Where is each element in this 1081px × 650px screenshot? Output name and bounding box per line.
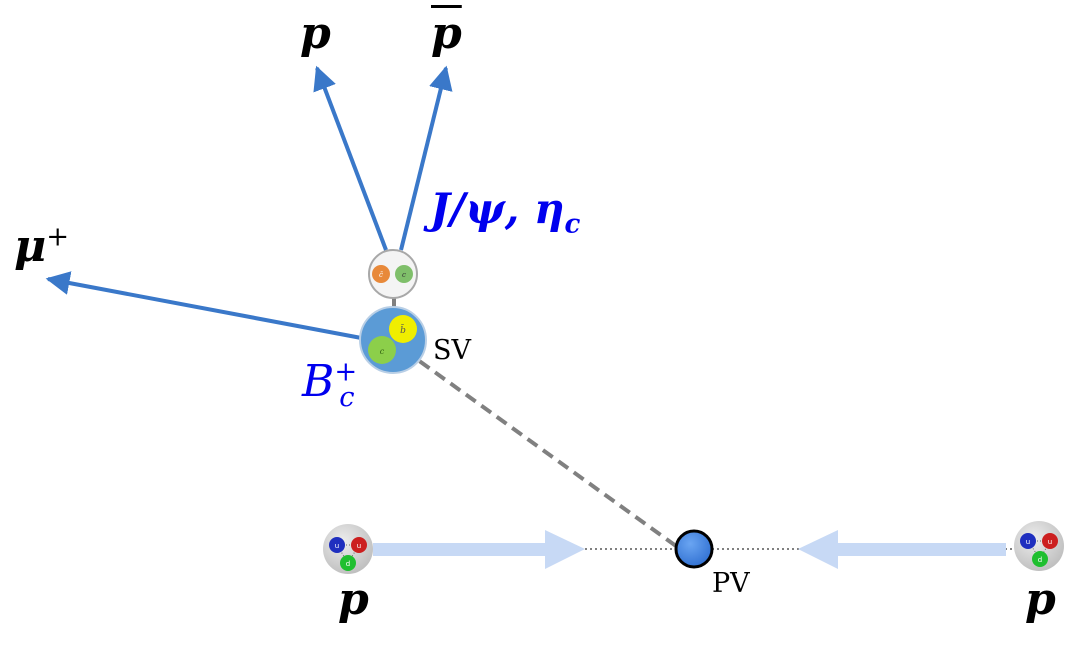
proton-left-icon: u u d <box>323 524 373 574</box>
svg-text:c: c <box>380 347 385 356</box>
label-pv: PV <box>712 568 750 599</box>
beam-arrow-right <box>798 530 1006 569</box>
svg-text:u: u <box>1048 538 1052 546</box>
charmonium-icon: c̄ c <box>368 249 418 299</box>
svg-text:c: c <box>402 271 406 279</box>
label-jpsi-etac: J/ψ, ηc <box>430 184 581 240</box>
svg-text:u: u <box>1026 538 1030 546</box>
svg-text:u: u <box>335 542 339 550</box>
mu-track <box>45 271 373 342</box>
label-p-top: p <box>300 8 331 59</box>
label-p-left: p <box>338 574 369 625</box>
label-mu-plus: μ+ <box>14 221 70 272</box>
svg-text:c̄: c̄ <box>379 271 383 279</box>
label-pbar-top: p <box>431 8 462 59</box>
svg-text:u: u <box>357 542 361 550</box>
label-bc-plus: B+c <box>302 356 358 413</box>
label-sv: SV <box>433 335 471 366</box>
svg-text:b̄: b̄ <box>400 324 406 336</box>
svg-text:d: d <box>346 560 350 568</box>
p-track <box>313 65 388 251</box>
proton-right-icon: u u d <box>1014 521 1064 571</box>
beam-arrow-left <box>373 530 585 569</box>
svg-text:d: d <box>1038 556 1042 564</box>
bc-meson-icon: b̄ c <box>359 306 427 374</box>
label-p-right: p <box>1025 574 1056 625</box>
flight-line <box>416 358 678 548</box>
pbar-track <box>399 65 453 251</box>
primary-vertex <box>674 529 714 569</box>
